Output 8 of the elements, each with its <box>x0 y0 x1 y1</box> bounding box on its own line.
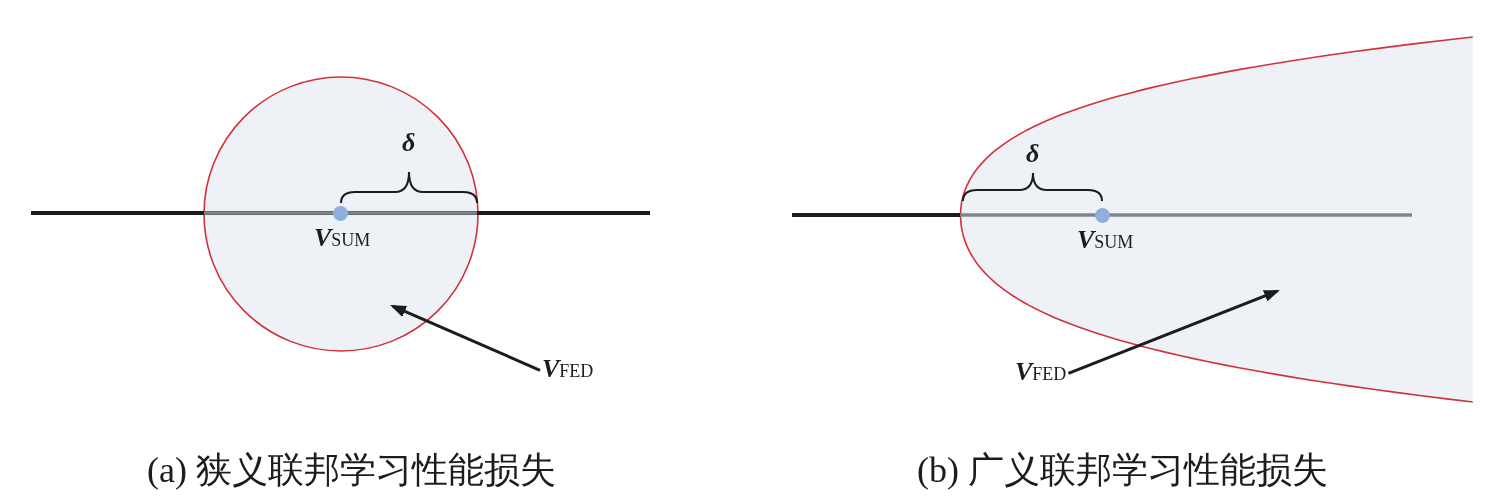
shaded-parabola <box>959 35 1473 404</box>
arrow <box>390 304 541 372</box>
delta-label: δ <box>402 130 416 156</box>
figure-caption: (a) 狭义联邦学习性能损失 <box>147 452 556 488</box>
figure-caption: (b) 广义联邦学习性能损失 <box>917 452 1328 488</box>
shaded-circle <box>203 76 479 352</box>
arrow <box>1067 289 1280 375</box>
delta-label: δ <box>1026 141 1040 167</box>
